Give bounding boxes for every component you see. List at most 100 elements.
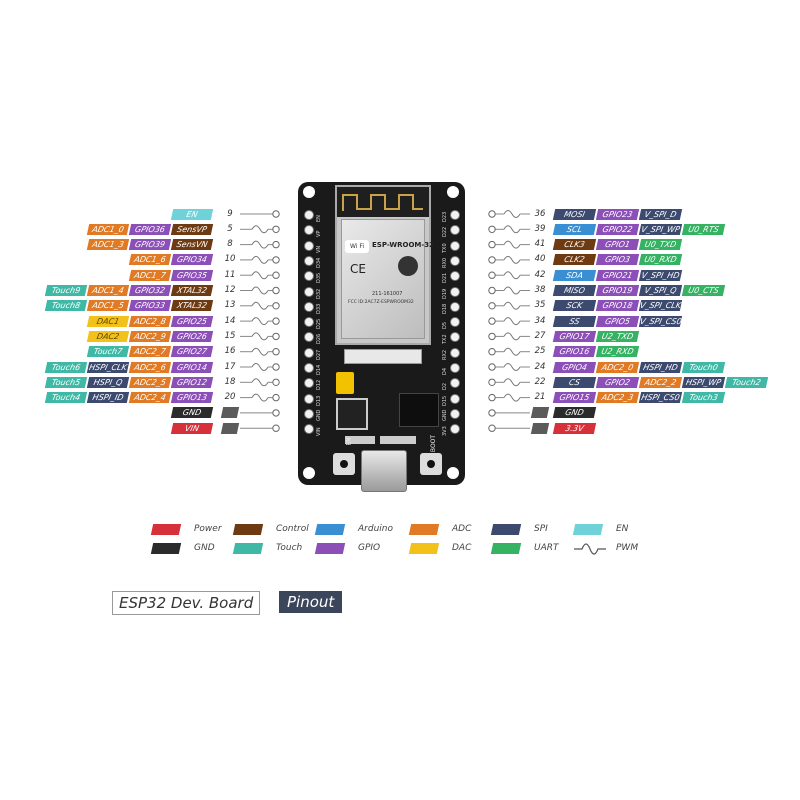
right-pin-label: GPIO1 bbox=[595, 239, 640, 251]
left-pin-box bbox=[220, 422, 240, 434]
legend-swatch bbox=[150, 524, 182, 535]
right-pin-label: GPIO4 bbox=[552, 361, 597, 373]
left-pin-label: EN bbox=[170, 208, 214, 220]
right-pin-label: SCK bbox=[552, 300, 597, 312]
pwm-wave bbox=[251, 317, 269, 326]
right-pin-dot bbox=[488, 225, 496, 234]
left-pin-dot bbox=[272, 348, 280, 356]
left-pin-dot bbox=[272, 393, 280, 402]
left-pin-label: XTAL32 bbox=[170, 300, 214, 312]
left-pin-number: 13 bbox=[224, 300, 236, 311]
left-pin-dot bbox=[272, 332, 280, 341]
left-pin-dot bbox=[272, 317, 280, 325]
header-hole bbox=[304, 347, 314, 358]
micro-usb-port bbox=[361, 450, 407, 492]
fcc-id: FCC ID:2AC7Z-ESPWROOM32 bbox=[348, 300, 414, 305]
boot-button[interactable] bbox=[420, 453, 442, 475]
left-pin-label: Touch5 bbox=[44, 376, 88, 388]
legend-label: GND bbox=[194, 543, 215, 553]
right-pin-label: ADC2_0 bbox=[595, 361, 640, 373]
header-hole bbox=[450, 408, 460, 419]
right-pin-dot bbox=[488, 302, 496, 310]
header-hole bbox=[450, 301, 460, 312]
header-hole bbox=[450, 271, 460, 282]
left-pin-label: GPIO39 bbox=[128, 239, 172, 251]
legend-label: UART bbox=[534, 543, 559, 553]
left-pin-label: ADC2_7 bbox=[128, 346, 172, 358]
left-pin-label: GPIO12 bbox=[170, 376, 214, 388]
header-hole bbox=[450, 255, 460, 266]
pwm-wave bbox=[251, 363, 269, 371]
pwm-wave bbox=[503, 347, 521, 356]
right-pin-dot bbox=[488, 332, 496, 341]
right-pin-number: 22 bbox=[534, 376, 546, 387]
antenna-trace bbox=[337, 187, 429, 217]
right-pin-label: GPIO23 bbox=[595, 208, 640, 220]
header-component bbox=[344, 349, 422, 364]
en-button[interactable] bbox=[333, 453, 355, 475]
right-pin-label: V_SPI_CS0 bbox=[638, 315, 683, 327]
left-pin-number: 12 bbox=[224, 285, 236, 295]
right-pin-label: CS bbox=[552, 376, 597, 388]
diagram-title: ESP32 Dev. Board bbox=[112, 591, 261, 615]
header-hole bbox=[450, 393, 460, 404]
right-pin-label: GPIO21 bbox=[595, 269, 640, 281]
left-pin-label: DAC1 bbox=[86, 315, 130, 327]
left-pin-label: ADC1_0 bbox=[86, 223, 130, 235]
pwm-wave bbox=[503, 271, 521, 280]
header-hole bbox=[304, 332, 314, 343]
left-pin-label: GND bbox=[170, 407, 214, 419]
right-pin-label: GPIO18 bbox=[595, 300, 640, 312]
left-pin-label: GPIO32 bbox=[128, 285, 172, 296]
right-pin-number: 35 bbox=[534, 300, 546, 311]
legend-swatch bbox=[572, 524, 604, 535]
header-hole bbox=[304, 378, 314, 389]
pwm-wave bbox=[503, 393, 521, 402]
left-pin-number: 14 bbox=[224, 315, 236, 326]
right-pin-number: 21 bbox=[534, 392, 546, 403]
left-pin-label: Touch6 bbox=[44, 361, 88, 373]
left-pin-label: XTAL32 bbox=[170, 285, 214, 296]
right-pin-label: ADC2_3 bbox=[595, 392, 640, 404]
right-pin-label: ADC2_2 bbox=[638, 376, 683, 388]
right-pin-number: 40 bbox=[534, 254, 546, 265]
pwm-wave bbox=[251, 332, 269, 341]
legend-swatch bbox=[490, 524, 522, 535]
mount-hole bbox=[447, 186, 459, 198]
right-pin-label: U2_RXD bbox=[595, 346, 640, 358]
voltage-regulator bbox=[336, 398, 368, 430]
diagram-subtitle: Pinout bbox=[279, 591, 343, 613]
right-pin-label: CLK3 bbox=[552, 239, 597, 251]
legend-swatch bbox=[408, 524, 440, 535]
left-pin-number: 20 bbox=[224, 392, 236, 403]
pwm-wave bbox=[251, 255, 269, 264]
left-pin-label: GPIO13 bbox=[170, 392, 214, 404]
wifi-logo: Wi Fi bbox=[345, 240, 369, 253]
legend-label: PWM bbox=[616, 543, 639, 553]
right-pin-label: V_SPI_CLK bbox=[638, 300, 683, 312]
right-pin-label: U2_TXD bbox=[595, 330, 640, 342]
right-pin-label: U0_CTS bbox=[681, 285, 726, 296]
right-pin-label: V_SPI_HD bbox=[638, 269, 683, 281]
header-hole bbox=[304, 393, 314, 404]
left-pin-number: 9 bbox=[227, 208, 233, 219]
left-pin-label: ADC1_4 bbox=[86, 285, 130, 296]
left-pin-label: Touch7 bbox=[86, 346, 130, 358]
right-pin-number: 38 bbox=[534, 285, 546, 295]
legend-swatch bbox=[232, 543, 264, 554]
left-pin-label: SensVP bbox=[170, 223, 214, 235]
capacitor bbox=[336, 372, 354, 394]
right-pin-label: U0_RXD bbox=[638, 254, 683, 266]
left-pin-number: 10 bbox=[224, 254, 236, 265]
pwm-wave bbox=[503, 363, 521, 371]
pwm-wave bbox=[251, 378, 269, 387]
cert-number: 211-161007 bbox=[372, 291, 403, 297]
left-pin-label: HSPI_CLK bbox=[86, 361, 130, 373]
pwm-wave bbox=[503, 255, 521, 264]
pwm-wave bbox=[503, 210, 521, 218]
left-pin-label: ADC2_9 bbox=[128, 330, 172, 342]
pwm-wave bbox=[251, 240, 269, 249]
left-pin-label: Touch9 bbox=[44, 285, 88, 296]
left-pin-label: ADC1_7 bbox=[128, 269, 172, 281]
